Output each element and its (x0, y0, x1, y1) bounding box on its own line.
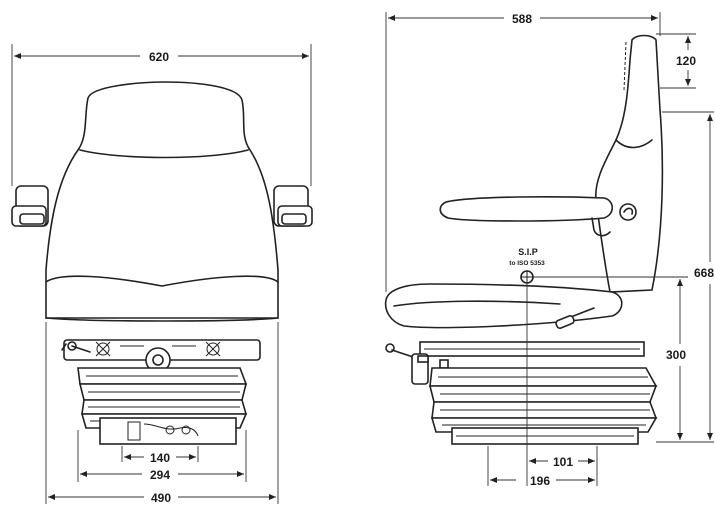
dim-suspension-width: 294 (150, 468, 170, 482)
side-view-seat (384, 34, 664, 445)
dim-mount-depth: 196 (530, 474, 550, 488)
dim-width-overall: 620 (149, 50, 169, 64)
dim-depth-overall: 588 (512, 12, 532, 26)
dim-base-width: 490 (151, 491, 171, 505)
right-armrest (273, 185, 313, 227)
dim-mount-spacing: 140 (150, 451, 170, 465)
front-dimensions: 620 490 294 140 (11, 44, 312, 505)
dim-sip-height: 300 (666, 348, 686, 362)
sip-label: S.I.P (518, 247, 538, 257)
sip-standard-label: to ISO 5353 (509, 260, 545, 267)
left-armrest (11, 185, 49, 227)
front-view-seat (11, 81, 313, 445)
dim-height-overall: 668 (694, 266, 714, 280)
sip-label-group: S.I.P to ISO 5353 (509, 247, 545, 267)
side-dimensions: 588 120 668 300 101 196 (385, 12, 714, 488)
dim-headrest-adjust: 120 (676, 54, 696, 68)
dim-sip-offset: 101 (553, 455, 573, 469)
